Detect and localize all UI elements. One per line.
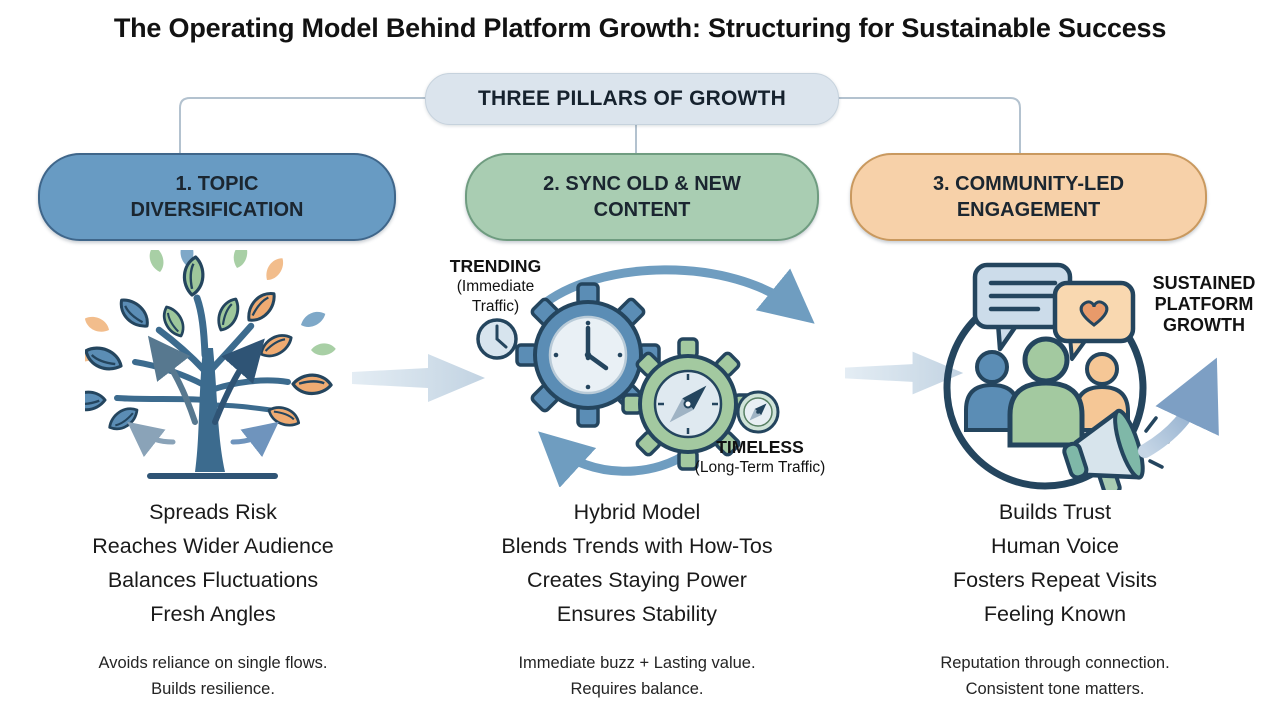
clock-icon (476, 318, 518, 360)
note-line: Avoids reliance on single flows. (98, 654, 328, 672)
sustained-growth-label: SUSTAINED PLATFORM GROWTH (1152, 273, 1256, 335)
note-line: Builds resilience. (151, 680, 275, 698)
benefit-line: Builds Trust (998, 500, 1112, 524)
benefit-line: Creates Staying Power (527, 568, 747, 592)
benefits-community: Builds Trust Human Voice Fosters Repeat … (865, 495, 1245, 631)
note-community: Reputation through connection. Consisten… (865, 650, 1245, 702)
benefits-sync-content: Hybrid Model Blends Trends with How-Tos … (447, 495, 827, 631)
pillar3-line2: ENGAGEMENT (956, 199, 1101, 221)
note-line: Consistent tone matters. (965, 680, 1145, 698)
note-line: Requires balance. (570, 680, 704, 698)
pillar-community-engagement: 3. COMMUNITY-LED ENGAGEMENT (850, 153, 1207, 241)
chat-bubble-icon (972, 262, 1073, 352)
note-line: Immediate buzz + Lasting value. (518, 654, 756, 672)
note-sync-content: Immediate buzz + Lasting value. Requires… (447, 650, 827, 702)
pillar2-line1: 2. SYNC OLD & NEW (543, 173, 741, 195)
banner-label: THREE PILLARS OF GROWTH (478, 87, 786, 110)
pillar1-line2: DIVERSIFICATION (130, 199, 304, 221)
megaphone-icon (1062, 408, 1145, 490)
gear-compass-icon (621, 337, 755, 471)
benefit-line: Feeling Known (983, 602, 1127, 626)
benefits-topic-diversification: Spreads Risk Reaches Wider Audience Bala… (23, 495, 403, 631)
note-line: Reputation through connection. (940, 654, 1170, 672)
compass-icon (736, 390, 780, 434)
timeless-title: TIMELESS (716, 437, 804, 457)
benefit-line: Fresh Angles (150, 602, 276, 626)
page-title: The Operating Model Behind Platform Grow… (113, 13, 1167, 43)
benefit-line: Human Voice (991, 534, 1119, 558)
benefit-line: Blends Trends with How-Tos (501, 534, 773, 558)
note-topic-diversification: Avoids reliance on single flows. Builds … (23, 650, 403, 702)
growth-arrow-icon (1138, 357, 1219, 458)
timeless-sub: (Long-Term Traffic) (694, 459, 826, 476)
heart-bubble-icon (1052, 280, 1136, 361)
benefit-line: Ensures Stability (556, 602, 718, 626)
connector-lines (179, 97, 1021, 153)
benefit-line: Hybrid Model (573, 500, 701, 524)
flow-arrow-icon (352, 354, 485, 402)
timeless-label: TIMELESS (Long-Term Traffic) (668, 437, 852, 478)
pillar1-line1: 1. TOPIC (175, 173, 259, 195)
pillar-topic-diversification: 1. TOPIC DIVERSIFICATION (38, 153, 396, 241)
trending-title: TRENDING (449, 256, 542, 276)
pillar-sync-old-new: 2. SYNC OLD & NEW CONTENT (465, 153, 819, 241)
gear-clock-icon (515, 282, 661, 428)
pillar2-line2: CONTENT (593, 199, 691, 221)
benefit-line: Spreads Risk (149, 500, 277, 524)
flow-arrow-icon (845, 351, 964, 395)
diversification-tree-icon (85, 250, 336, 479)
trending-label: TRENDING (Immediate Traffic) (438, 256, 553, 317)
benefit-line: Balances Fluctuations (107, 568, 319, 592)
pillar3-line1: 3. COMMUNITY-LED (932, 173, 1125, 195)
gears-clock-compass-icon (476, 265, 815, 487)
benefit-line: Fosters Repeat Visits (953, 568, 1157, 592)
community-circle-icon (943, 262, 1170, 490)
banner-pill: THREE PILLARS OF GROWTH (425, 73, 839, 125)
trending-sub: (Immediate Traffic) (456, 278, 535, 315)
people-icon (964, 336, 1130, 448)
benefit-line: Reaches Wider Audience (92, 534, 334, 558)
